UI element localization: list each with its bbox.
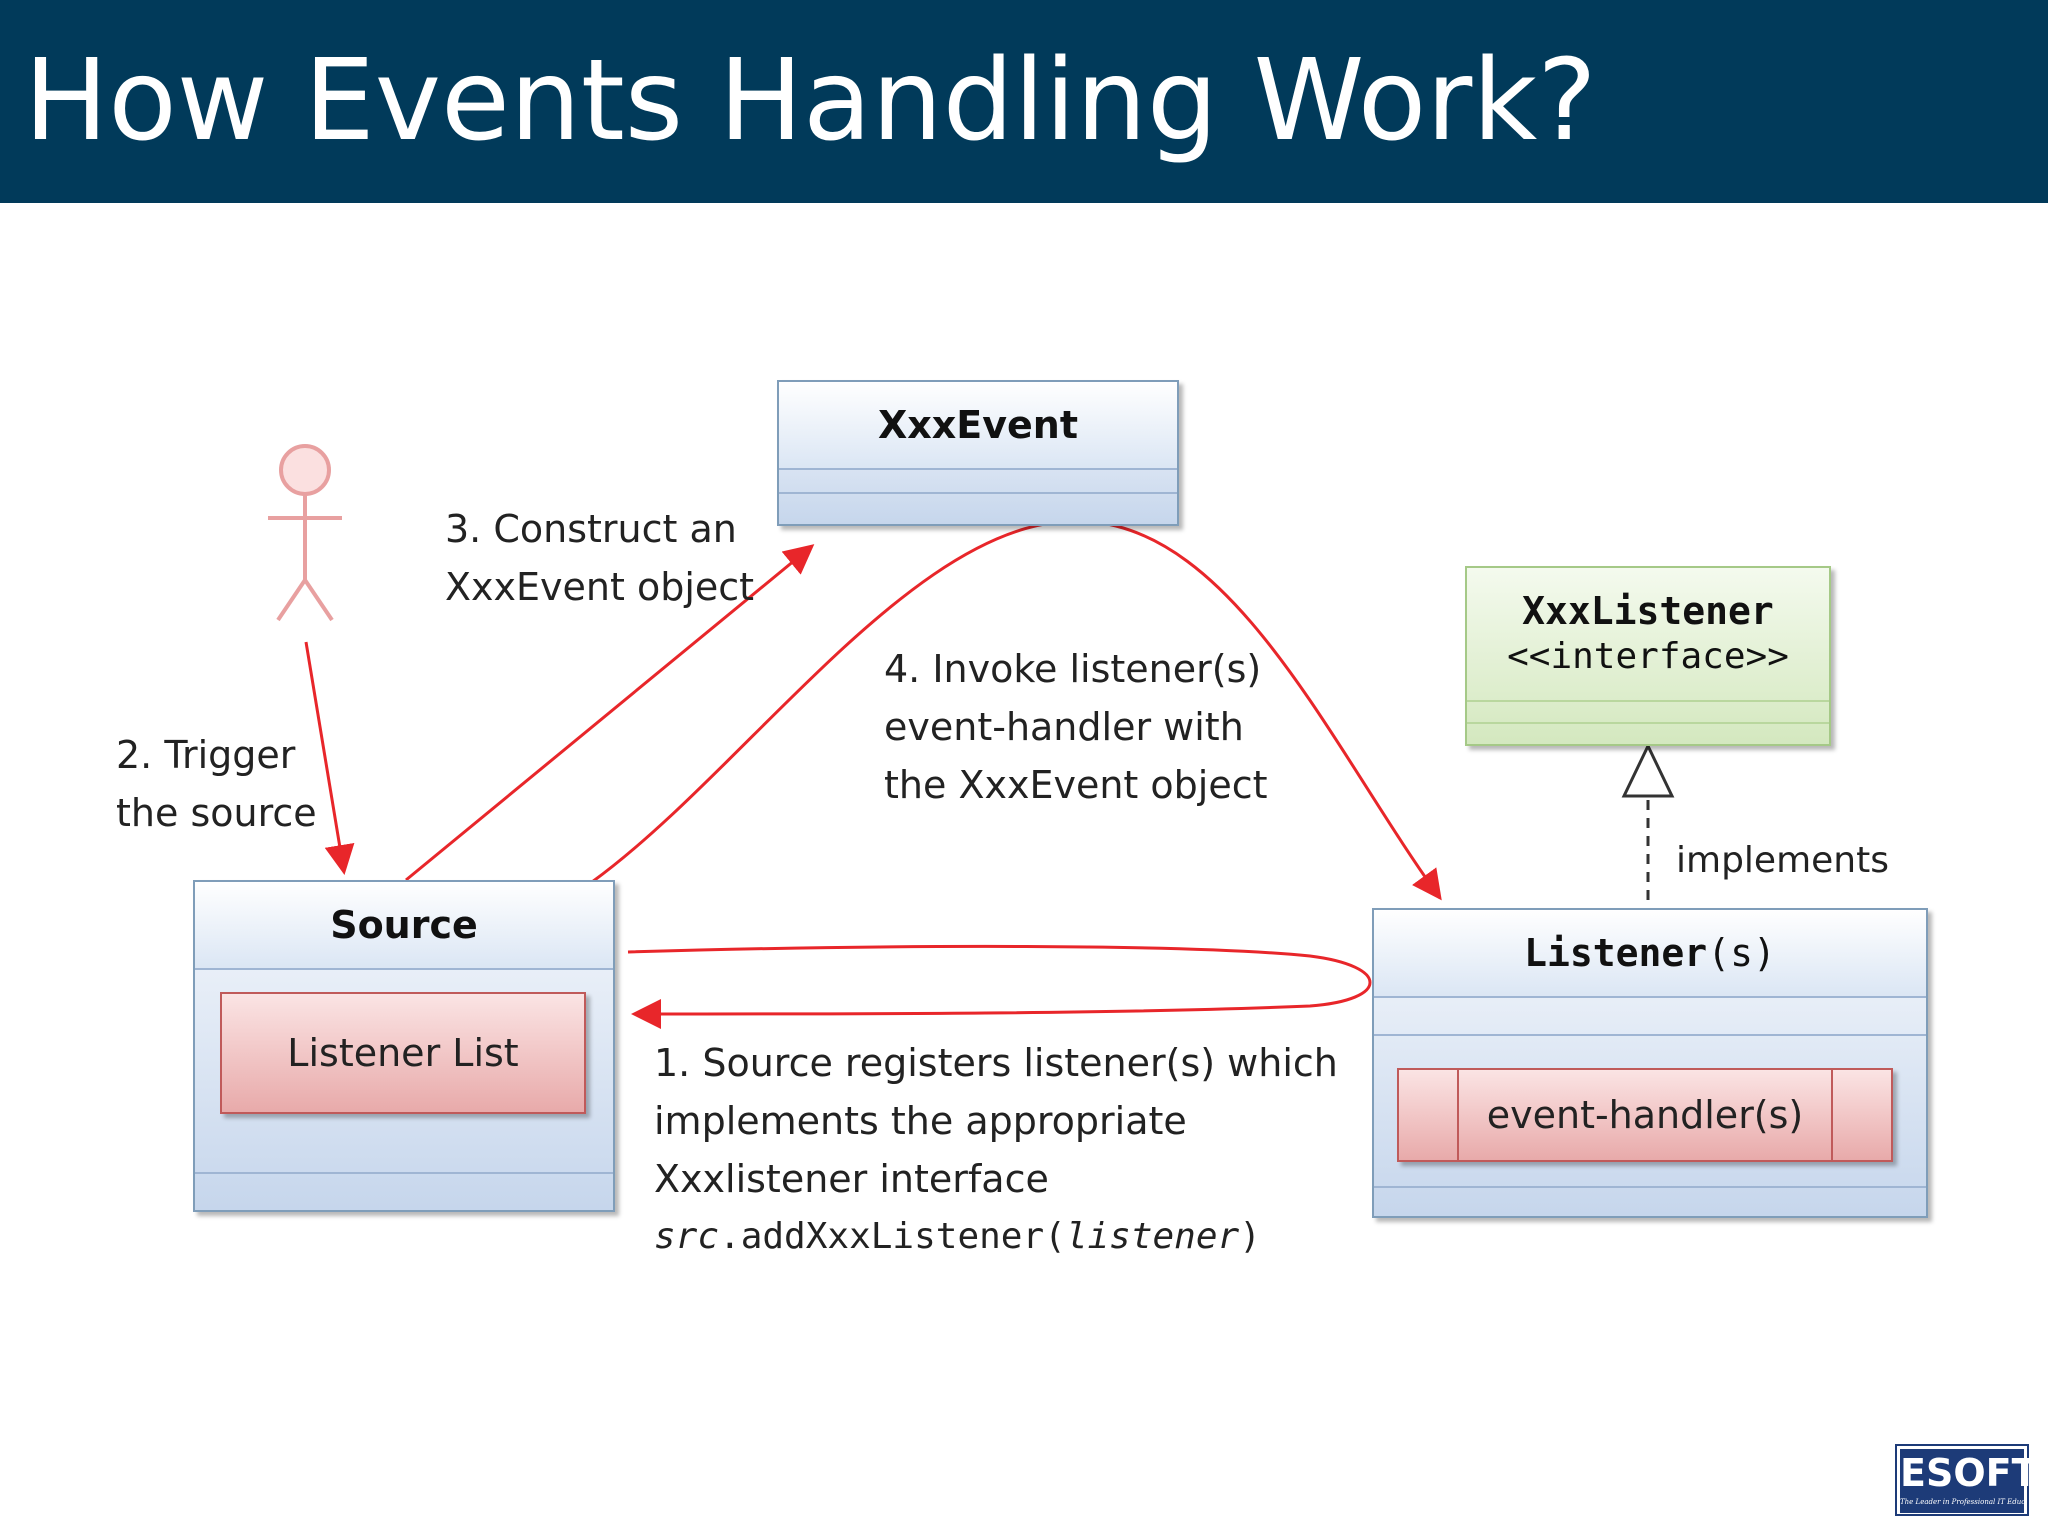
xxx-event-class-box: XxxEvent xyxy=(777,380,1179,526)
xxx-event-header: XxxEvent xyxy=(779,382,1177,470)
step-4-line-3: the XxxEvent object xyxy=(884,763,1268,807)
step-1-code-close: ) xyxy=(1239,1216,1261,1257)
step-1-label: 1. Source registers listener(s) which im… xyxy=(654,1034,1338,1266)
step-4-line-2: event-handler with xyxy=(884,705,1244,749)
implements-triangle-icon xyxy=(1621,742,1675,798)
xxx-listener-divider-2 xyxy=(1467,722,1829,724)
source-divider xyxy=(195,1172,613,1174)
step-4-line-1: 4. Invoke listener(s) xyxy=(884,647,1262,691)
esoft-logo: ESOFT The Leader in Professional IT Educ… xyxy=(1895,1444,2038,1516)
source-name: Source xyxy=(330,903,478,947)
xxx-listener-stereotype: <<interface>> xyxy=(1507,636,1789,677)
xxx-event-name: XxxEvent xyxy=(877,403,1079,447)
step-1-code: src.addXxxListener(listener) xyxy=(654,1208,1338,1266)
xxx-event-divider xyxy=(779,492,1177,494)
step-1-line-3: Xxxlistener interface xyxy=(654,1157,1049,1201)
event-handler-right-bar xyxy=(1831,1070,1833,1160)
actor-icon xyxy=(268,444,342,622)
listener-divider-1 xyxy=(1374,1034,1926,1036)
title-bar: How Events Handling Work? xyxy=(0,0,2048,203)
step-2-label: 2. Trigger the source xyxy=(116,726,317,842)
step-2-line-2: the source xyxy=(116,791,317,835)
step-1-code-call: .addXxxListener( xyxy=(719,1216,1066,1257)
step-2-line-1: 2. Trigger xyxy=(116,733,296,777)
step-1-line-2: implements the appropriate xyxy=(654,1099,1187,1143)
step-3-line-1: 3. Construct an xyxy=(445,507,737,551)
listener-divider-2 xyxy=(1374,1186,1926,1188)
xxx-listener-header: XxxListener <<interface>> xyxy=(1467,568,1829,698)
step-4-label: 4. Invoke listener(s) event-handler with… xyxy=(884,640,1268,814)
listener-class-box: Listener(s) xyxy=(1372,908,1928,1218)
esoft-logo-tagline: The Leader in Professional IT Education xyxy=(1900,1498,2024,1506)
listener-name: Listener xyxy=(1524,931,1708,975)
esoft-logo-text: ESOFT xyxy=(1900,1451,2038,1495)
listener-name-row: Listener(s) xyxy=(1374,910,1926,996)
step-1-code-object: src xyxy=(654,1216,720,1257)
step-1-line-1: 1. Source registers listener(s) which xyxy=(654,1041,1338,1085)
step-3-label: 3. Construct an XxxEvent object xyxy=(445,500,754,616)
listener-list-box: Listener List xyxy=(220,992,586,1114)
xxx-listener-interface-box: XxxListener <<interface>> xyxy=(1465,566,1831,746)
xxx-listener-divider-1 xyxy=(1467,700,1829,702)
source-header: Source xyxy=(195,882,613,970)
listener-name-suffix: (s) xyxy=(1707,931,1776,975)
slide-title: How Events Handling Work? xyxy=(24,36,1597,166)
event-handler-box: event-handler(s) xyxy=(1397,1068,1893,1162)
event-handler-left-bar xyxy=(1457,1070,1459,1160)
trigger-arrow xyxy=(304,641,355,875)
listener-list-label: Listener List xyxy=(287,1031,519,1075)
step-1-code-arg: listener xyxy=(1065,1216,1240,1257)
xxx-listener-name: XxxListener xyxy=(1522,589,1774,633)
esoft-logo-mark: ESOFT The Leader in Professional IT Educ… xyxy=(1900,1449,2038,1513)
register-arrow xyxy=(627,944,1372,1029)
listener-header: Listener(s) xyxy=(1374,910,1926,998)
step-3-line-2: XxxEvent object xyxy=(445,565,755,609)
construct-arrow xyxy=(405,544,815,882)
event-handler-label: event-handler(s) xyxy=(1486,1093,1804,1137)
implements-label: implements xyxy=(1676,840,1889,881)
